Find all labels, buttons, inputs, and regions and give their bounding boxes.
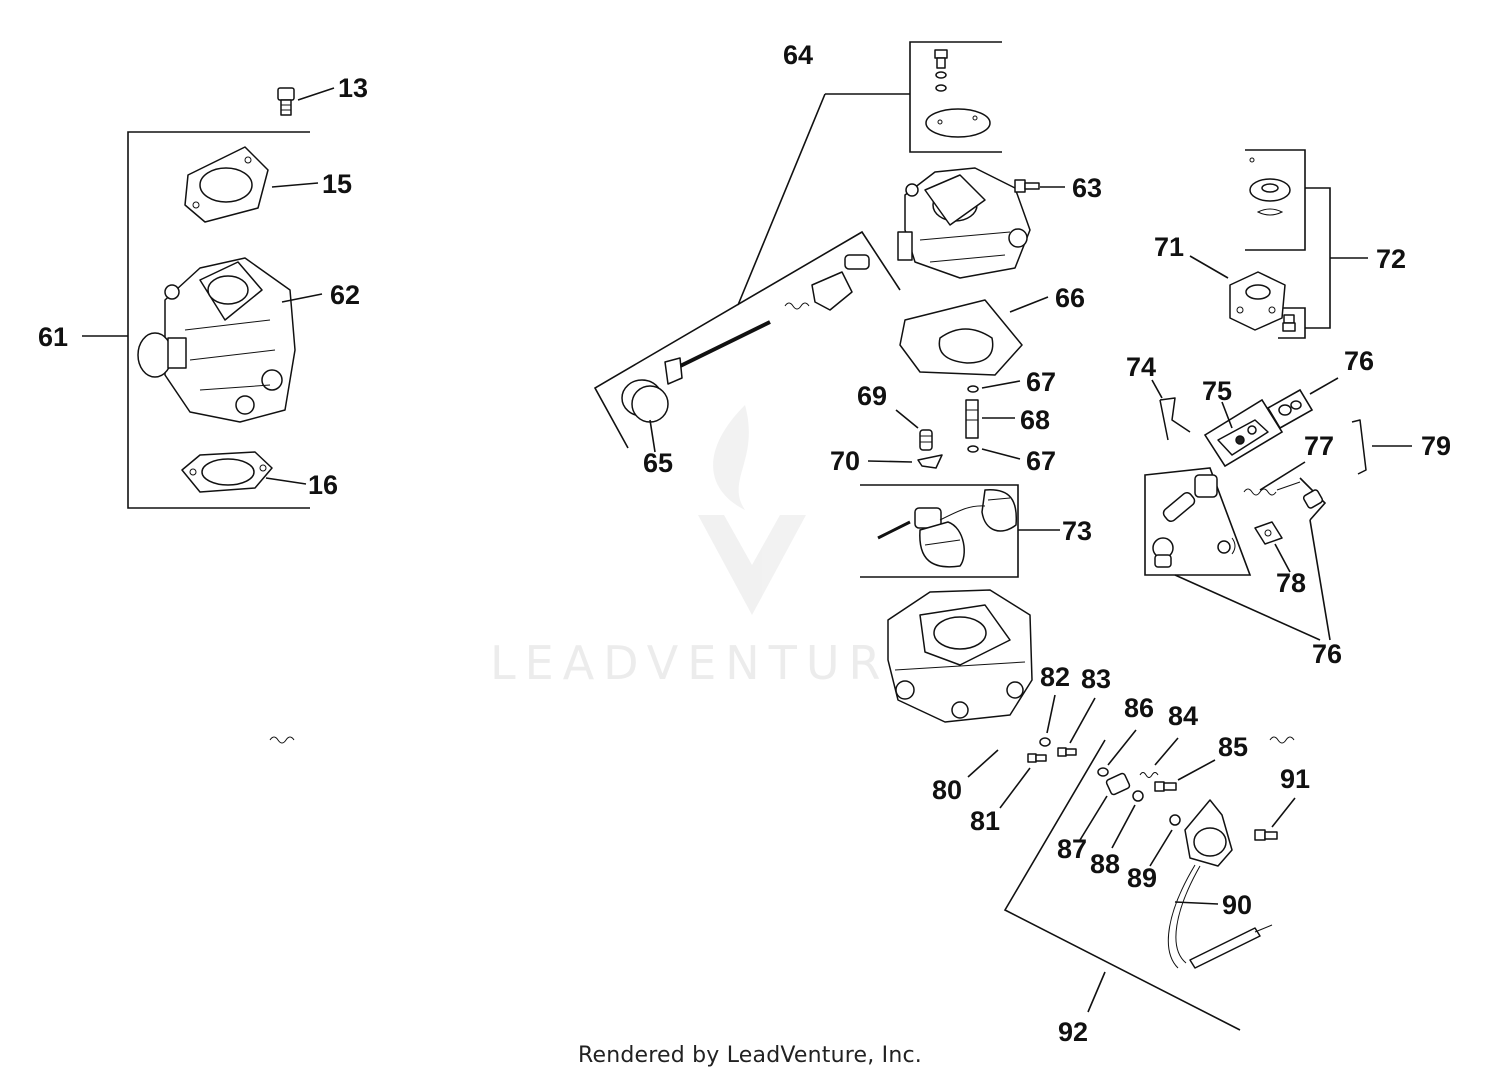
part-16-gasket[interactable] bbox=[181, 451, 273, 493]
callout-13: 13 bbox=[338, 73, 368, 103]
callout-68: 68 bbox=[1020, 405, 1050, 435]
callout-72: 72 bbox=[1376, 244, 1406, 274]
part-72-diaphragm-kit[interactable] bbox=[1249, 157, 1296, 332]
assembly-76-group bbox=[1144, 377, 1412, 641]
callout-78: 78 bbox=[1276, 568, 1306, 598]
callout-69: 69 bbox=[857, 381, 887, 411]
part-79-rod[interactable] bbox=[1351, 419, 1367, 475]
part-84-spring[interactable] bbox=[1139, 772, 1159, 778]
callout-89: 89 bbox=[1127, 863, 1157, 893]
part-main-bowl[interactable] bbox=[887, 589, 1033, 723]
callout-73: 73 bbox=[1062, 516, 1092, 546]
callout-90: 90 bbox=[1222, 890, 1252, 920]
callout-75: 75 bbox=[1202, 376, 1232, 406]
footer-credit: Rendered by LeadVenture, Inc. bbox=[578, 1043, 922, 1068]
part-89-o-ring[interactable] bbox=[1169, 814, 1181, 826]
part-76-washer-upper[interactable] bbox=[1278, 400, 1302, 416]
part-76-nut[interactable] bbox=[1302, 489, 1324, 509]
callout-61: 61 bbox=[38, 322, 68, 352]
part-76-washer-lower[interactable] bbox=[1217, 537, 1236, 555]
callout-66: 66 bbox=[1055, 283, 1085, 313]
part-63-throttle-body[interactable] bbox=[897, 167, 1040, 279]
callout-62: 62 bbox=[330, 280, 360, 310]
part-90-solenoid[interactable] bbox=[1167, 799, 1273, 969]
part-74-link[interactable] bbox=[1159, 397, 1191, 441]
callout-86: 86 bbox=[1124, 693, 1154, 723]
part-64-screw-kit[interactable] bbox=[925, 49, 991, 138]
callout-87: 87 bbox=[1057, 834, 1087, 864]
callout-67-lower: 67 bbox=[1026, 446, 1056, 476]
part-77-spring[interactable] bbox=[1243, 481, 1301, 496]
callout-63: 63 bbox=[1072, 173, 1102, 203]
part-15-gasket[interactable] bbox=[184, 146, 269, 223]
part-71-pump-cover[interactable] bbox=[1229, 271, 1286, 331]
callout-64: 64 bbox=[783, 40, 813, 70]
part-88-o-ring[interactable] bbox=[1132, 790, 1144, 802]
callout-82: 82 bbox=[1040, 662, 1070, 692]
callout-76-upper: 76 bbox=[1344, 346, 1374, 376]
part-78-plate[interactable] bbox=[1254, 521, 1283, 545]
part-86-o-ring[interactable] bbox=[1097, 767, 1109, 777]
part-76-plunger[interactable] bbox=[1152, 537, 1174, 568]
part-76-pin[interactable] bbox=[1161, 474, 1218, 523]
part-69-jet[interactable] bbox=[919, 429, 933, 451]
part-67-68-needle-seat[interactable] bbox=[965, 385, 979, 453]
callout-84: 84 bbox=[1168, 701, 1198, 731]
flame-v-logo-icon bbox=[698, 405, 806, 615]
part-13-screw[interactable] bbox=[277, 87, 295, 116]
callout-77: 77 bbox=[1304, 431, 1334, 461]
part-82-o-ring[interactable] bbox=[1039, 737, 1051, 747]
part-75-lever[interactable] bbox=[1217, 419, 1269, 456]
callout-91: 91 bbox=[1280, 764, 1310, 794]
callout-80: 80 bbox=[932, 775, 962, 805]
callout-81: 81 bbox=[970, 806, 1000, 836]
part-85-screw[interactable] bbox=[1154, 781, 1177, 792]
assembly-72-group bbox=[1189, 149, 1368, 339]
callout-70: 70 bbox=[830, 446, 860, 476]
part-65-plug[interactable] bbox=[621, 379, 669, 423]
callout-65: 65 bbox=[643, 448, 673, 478]
callout-85: 85 bbox=[1218, 732, 1248, 762]
callout-labels: 13 15 62 61 16 64 63 66 67 68 67 69 70 6… bbox=[38, 40, 1451, 1047]
callout-71: 71 bbox=[1154, 232, 1184, 262]
assembly-64-group bbox=[593, 41, 1065, 469]
bottom-hardware-group bbox=[269, 694, 1296, 1031]
callout-92: 92 bbox=[1058, 1017, 1088, 1047]
part-80-spring[interactable] bbox=[269, 736, 1295, 744]
callout-15: 15 bbox=[322, 169, 352, 199]
callout-16: 16 bbox=[308, 470, 338, 500]
part-91-screw[interactable] bbox=[1254, 829, 1278, 841]
watermark-text: LEADVENTURE bbox=[490, 636, 928, 690]
callout-67-upper: 67 bbox=[1026, 367, 1056, 397]
part-64-shaft-kit[interactable] bbox=[664, 254, 870, 385]
part-87-sleeve[interactable] bbox=[1105, 772, 1131, 796]
part-62-carburetor[interactable] bbox=[137, 257, 296, 423]
assembly-61-group bbox=[82, 87, 335, 509]
part-81-screw[interactable] bbox=[1027, 753, 1047, 763]
part-73-float[interactable] bbox=[877, 489, 1018, 568]
callout-74: 74 bbox=[1126, 352, 1156, 382]
callout-88: 88 bbox=[1090, 849, 1120, 879]
assembly-73-group bbox=[860, 484, 1060, 578]
callout-83: 83 bbox=[1081, 664, 1111, 694]
part-66-gasket[interactable] bbox=[899, 299, 1023, 376]
part-83-screw[interactable] bbox=[1057, 747, 1077, 757]
callout-79: 79 bbox=[1421, 431, 1451, 461]
part-70-clip[interactable] bbox=[917, 454, 943, 469]
callout-76-lower: 76 bbox=[1312, 639, 1342, 669]
